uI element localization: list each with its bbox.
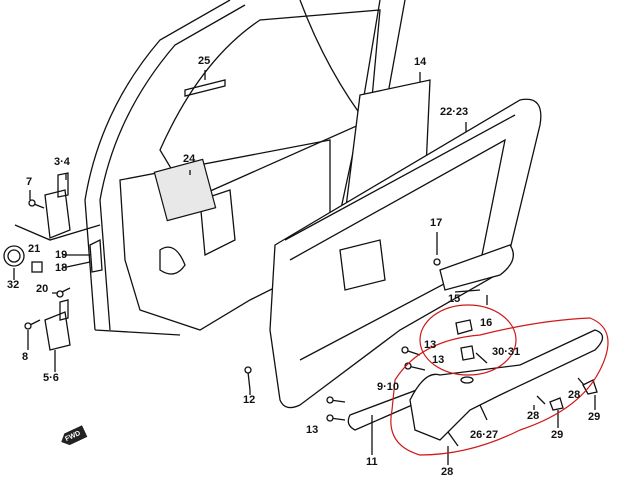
grommet-32-inner bbox=[7, 249, 21, 263]
annotation-circle-switch bbox=[419, 304, 517, 376]
label-21: 21 bbox=[28, 243, 41, 255]
hinge-leader bbox=[14, 224, 101, 241]
label-29-b: 29 bbox=[551, 429, 564, 441]
label-25: 25 bbox=[198, 55, 211, 67]
label-22-23: 22·23 bbox=[440, 106, 469, 118]
label-3-4: 3·4 bbox=[54, 156, 70, 168]
check-link-18 bbox=[89, 238, 103, 273]
label-14: 14 bbox=[414, 56, 427, 68]
label-15: 15 bbox=[448, 293, 461, 305]
label-12: 12 bbox=[243, 394, 256, 406]
lower-hinge-5-6 bbox=[44, 299, 71, 351]
label-13-a: 13 bbox=[424, 339, 437, 351]
label-16: 16 bbox=[480, 317, 493, 329]
label-17: 17 bbox=[430, 217, 443, 229]
door-trim-panel-22-23 bbox=[269, 98, 542, 409]
label-28-c: 28 bbox=[441, 466, 454, 478]
window-strip-25 bbox=[184, 79, 226, 97]
annotation-loop-armrest bbox=[390, 317, 609, 456]
plug-21 bbox=[31, 261, 43, 273]
label-5-6: 5·6 bbox=[43, 372, 59, 384]
door-window-opening bbox=[159, 9, 381, 201]
label-13-c: 13 bbox=[306, 424, 319, 436]
label-29-a: 29 bbox=[588, 411, 601, 423]
armrest-15 bbox=[439, 244, 514, 291]
label-20: 20 bbox=[36, 283, 49, 295]
label-26-27: 26·27 bbox=[470, 429, 499, 441]
switch-16 bbox=[455, 319, 473, 335]
label-8: 8 bbox=[22, 351, 29, 363]
switch-base-30-31 bbox=[460, 345, 475, 361]
cap-29a bbox=[549, 397, 564, 411]
label-9-10: 9·10 bbox=[377, 381, 400, 393]
label-13-b: 13 bbox=[432, 354, 445, 366]
part-24-sheet bbox=[153, 158, 217, 222]
label-30-31: 30·31 bbox=[492, 346, 521, 358]
label-32: 32 bbox=[7, 279, 20, 291]
armrest-hole bbox=[460, 376, 474, 384]
label-24: 24 bbox=[183, 153, 196, 165]
upper-hinge-3-4 bbox=[44, 172, 71, 239]
label-11: 11 bbox=[366, 456, 378, 468]
inner-panel bbox=[119, 139, 331, 331]
grommet-32 bbox=[3, 245, 25, 267]
leader-lines bbox=[13, 70, 596, 465]
screws bbox=[24, 199, 585, 447]
trim-panel-inner bbox=[284, 114, 516, 361]
label-19: 19 bbox=[55, 249, 68, 261]
label-7: 7 bbox=[26, 176, 33, 188]
label-28-b: 28 bbox=[568, 389, 581, 401]
label-28-a: 28 bbox=[527, 410, 540, 422]
armrest-cover-26-27 bbox=[409, 329, 604, 441]
label-18: 18 bbox=[55, 262, 68, 274]
